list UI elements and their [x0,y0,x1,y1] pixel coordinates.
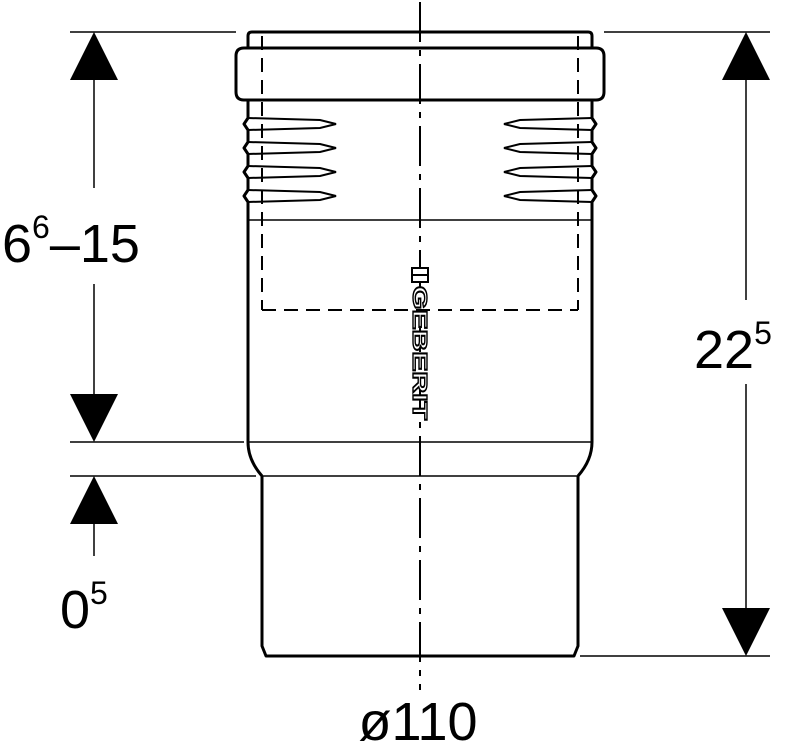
dimension-left-lower [70,475,256,556]
body-side-right [576,220,594,477]
dimension-left-upper [70,31,244,443]
arrowhead-up-icon [70,32,118,80]
thread-tooth-right-1 [503,117,593,131]
dim-sup: 5 [90,575,108,611]
thread-tooth-left-3 [247,165,337,179]
fitting-collar [234,46,606,102]
arrowhead-down-icon [70,394,118,442]
dimension-right [580,31,770,657]
dimension-label-diameter: ø110 [358,692,477,749]
body-side-left [246,220,264,477]
thread-tooth-right-4 [503,189,593,203]
thread-tooth-left-4 [247,189,337,203]
dim-rest: –15 [50,214,140,274]
dim-sup: 6 [32,209,50,245]
brand-logo: GEBERIT [407,267,431,421]
hidden-socket-lines [261,36,579,311]
dimension-label-right: 225 [694,315,772,380]
dimension-label-left-upper: 66–15 [2,209,140,274]
thread-tooth-left-1 [247,117,337,131]
thread-outline-left [242,100,250,220]
dim-base: 0 [60,580,90,640]
dimension-label-left-lower: 05 [60,575,108,640]
thread-tooth-left-2 [247,141,337,155]
arrowhead-up-right-icon [722,32,770,80]
arrowhead-down-right-icon [722,608,770,656]
dim-sup: 5 [754,315,772,351]
thread-teeth [247,117,593,203]
dim-base: 6 [2,214,32,274]
thread-outline-right [590,100,598,220]
brand-name: GEBERIT [408,286,430,420]
arrowhead-up-lower-icon [70,476,118,524]
thread-tooth-right-3 [503,165,593,179]
thread-tooth-right-2 [503,141,593,155]
dim-base: 22 [694,320,754,380]
